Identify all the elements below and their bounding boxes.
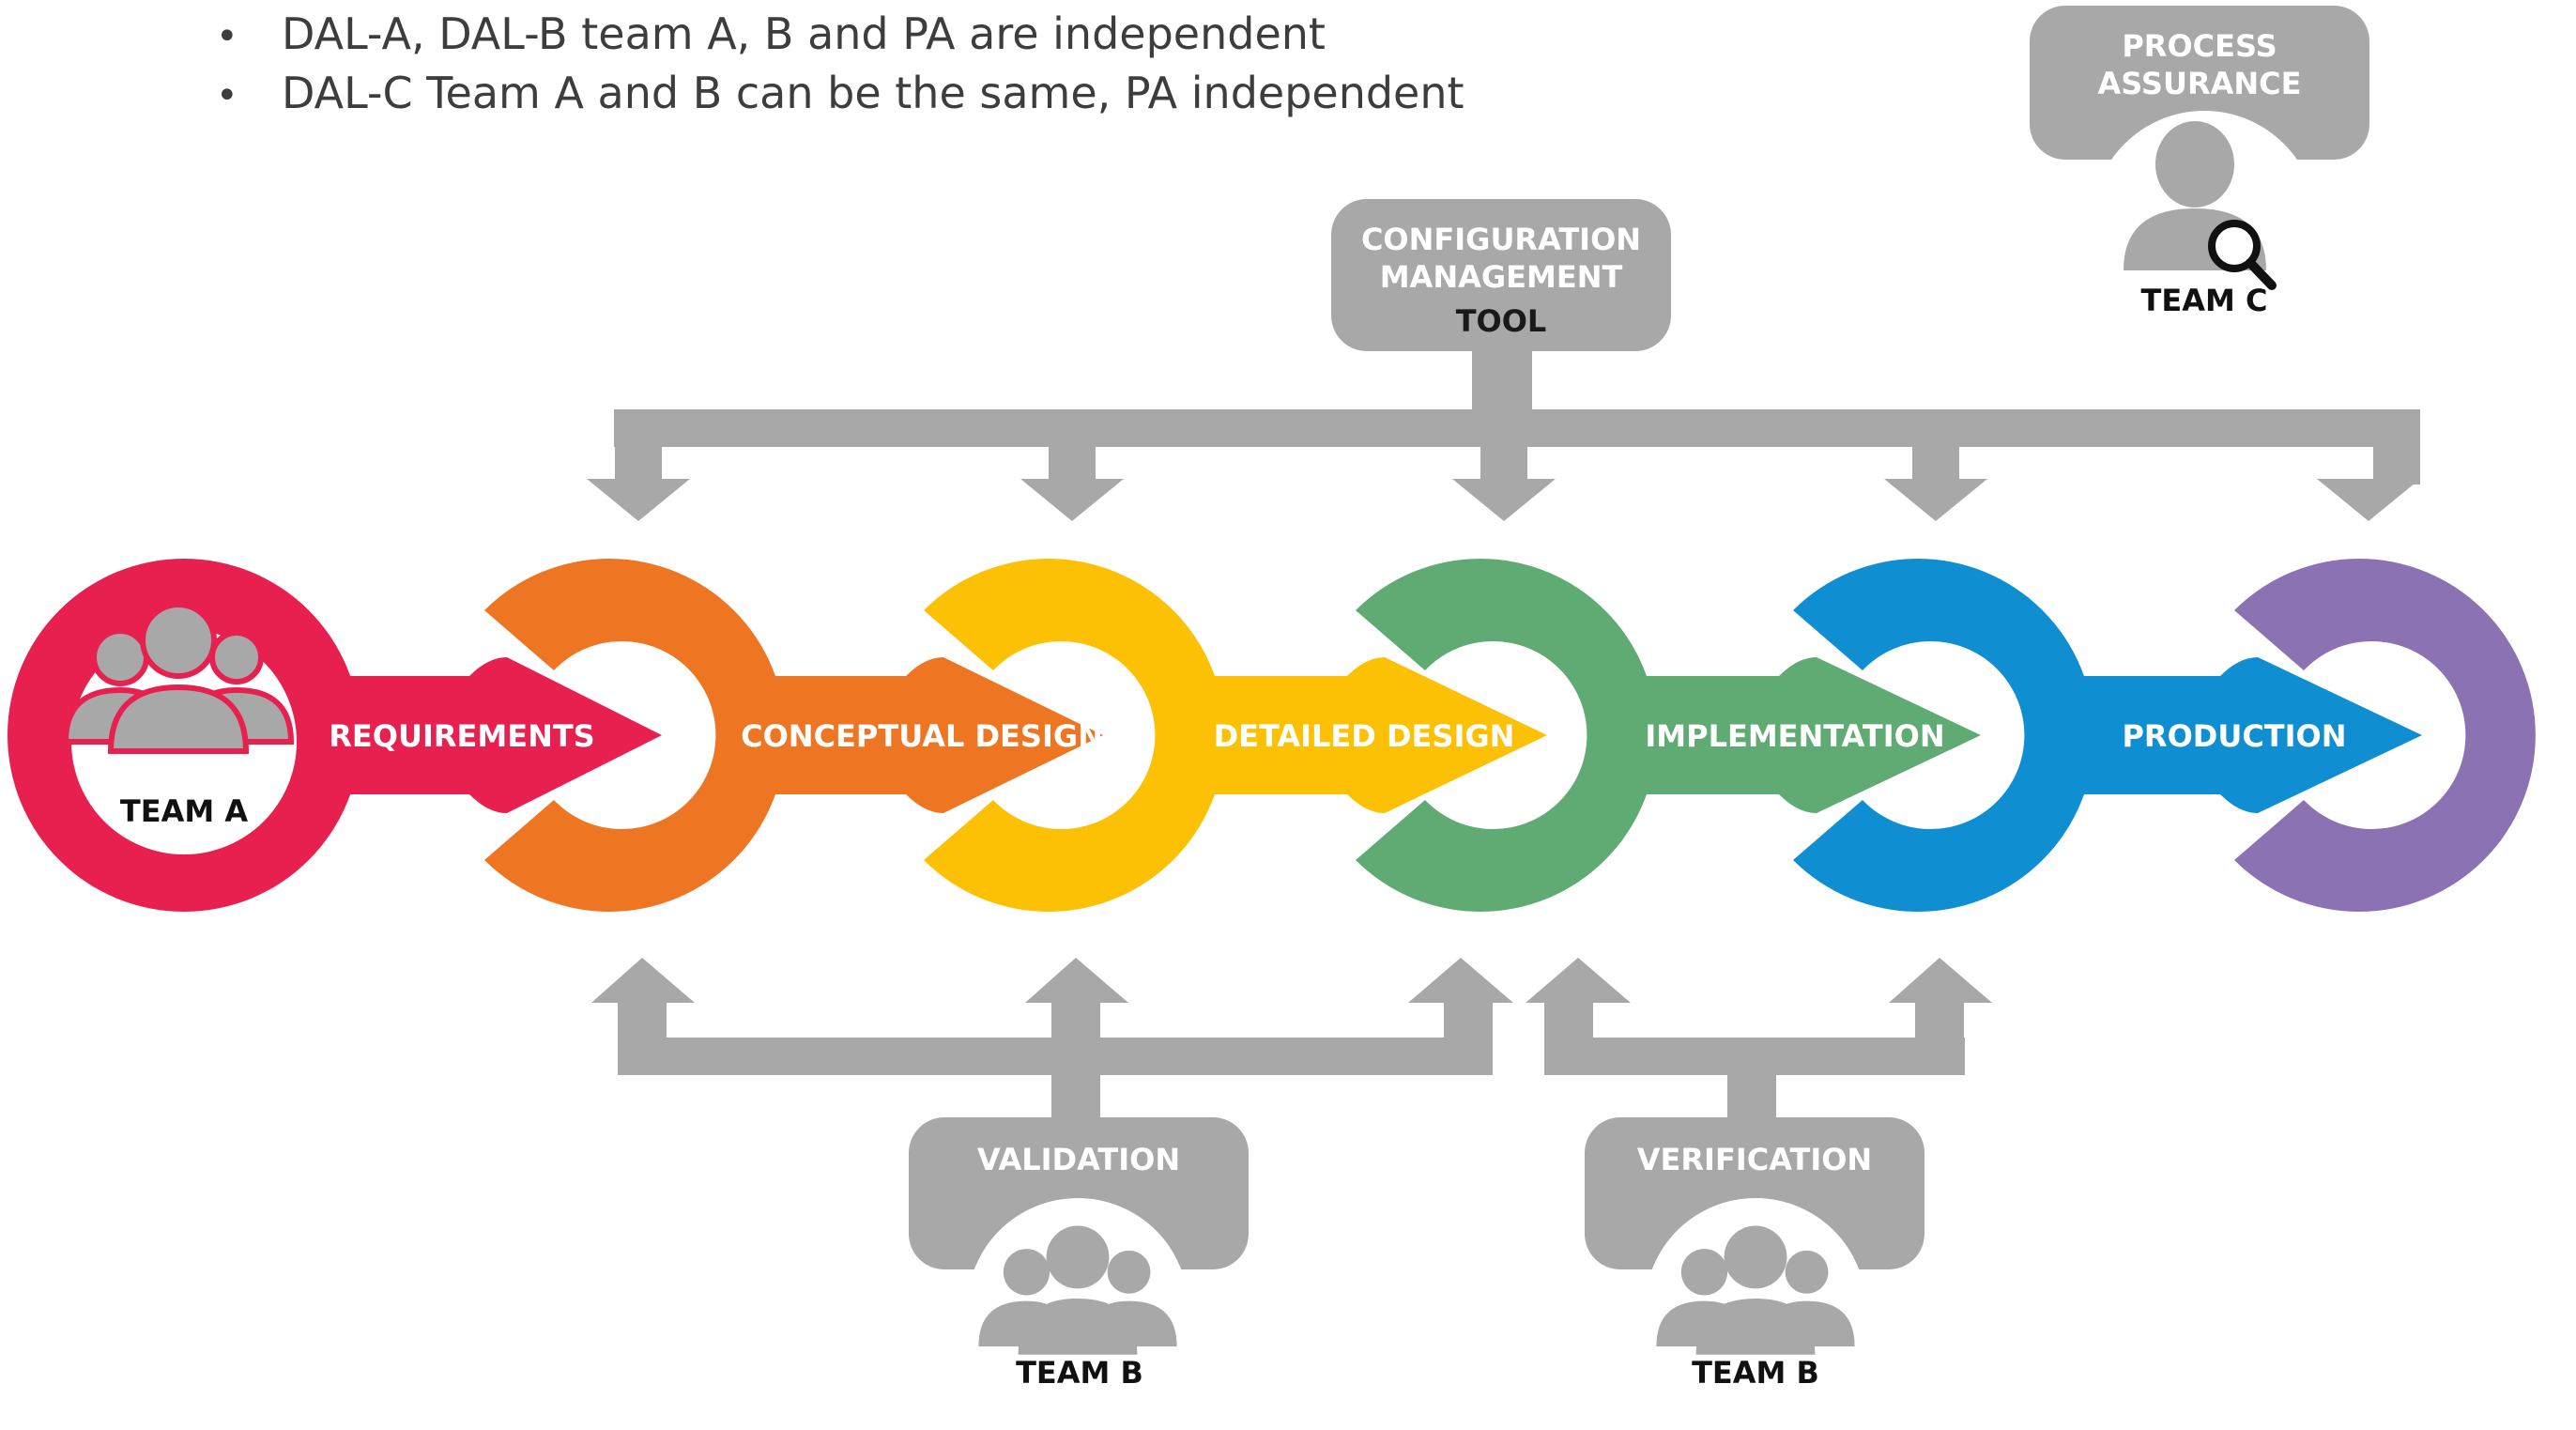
cm-arrow-down (1452, 479, 1556, 521)
cm-line1: CONFIGURATION (1361, 222, 1641, 257)
validation-team-label: TEAM B (1016, 1355, 1143, 1391)
ring-end (2234, 559, 2536, 913)
cm-line3: TOOL (1456, 303, 1547, 339)
verification-group (1585, 1117, 1924, 1420)
validation-label: VALIDATION (977, 1142, 1180, 1177)
ring-production (1793, 559, 2094, 913)
ring-conceptual-design (484, 559, 786, 913)
stage-label-conceptual-design: CONCEPTUAL DESIGN (741, 718, 1103, 754)
val-arrow-up (1025, 958, 1128, 1003)
ring-implementation (1356, 559, 1657, 913)
bullet-item: •DAL-C Team A and B can be the same, PA … (216, 68, 1464, 118)
ver-arrow-up (1889, 958, 1992, 1003)
ring-detailed-design (924, 559, 1225, 913)
bullet-item: •DAL-A, DAL-B team A, B and PA are indep… (216, 8, 1326, 59)
team-a-label: TEAM A (120, 793, 248, 829)
val-arrow-up (591, 958, 695, 1003)
stage-label-production: PRODUCTION (2122, 718, 2346, 754)
verification-label: VERIFICATION (1637, 1142, 1872, 1177)
ver-arrow-up (1526, 958, 1631, 1003)
validation-box (909, 1117, 1249, 1269)
team-a-node (8, 559, 360, 912)
arrow-production (2052, 657, 2422, 813)
verification-box (1585, 1117, 1924, 1269)
cm-arrow-down (587, 479, 690, 521)
arrow-implementation (1615, 657, 1981, 813)
arrow-requirements (300, 657, 662, 813)
config-management-group (587, 199, 2420, 521)
arrow-detailed-design (1183, 657, 1547, 813)
process-assurance-box (2030, 6, 2369, 160)
stage-label-detailed-design: DETAILED DESIGN (1214, 718, 1515, 754)
cm-arrow-down (1020, 479, 1124, 521)
process-assurance-group (2030, 6, 2369, 336)
verification-team-label: TEAM B (1692, 1355, 1819, 1391)
config-management-box (1331, 199, 1671, 351)
arrow-conceptual-design (742, 657, 1103, 813)
bullet-list: •DAL-A, DAL-B team A, B and PA are indep… (216, 6, 1464, 124)
cm-arrow-down (2317, 479, 2420, 521)
pa-line1: PROCESS (2122, 28, 2277, 64)
stage-label-implementation: IMPLEMENTATION (1645, 718, 1944, 754)
val-arrow-up (1408, 958, 1513, 1003)
validation-verification-arrows (591, 958, 1992, 1141)
cm-arrow-down (1884, 479, 1987, 521)
team-c-label: TEAM C (2141, 283, 2268, 318)
pa-line2: ASSURANCE (2098, 66, 2302, 101)
magnifier-icon (2208, 220, 2277, 290)
cm-line2: MANAGEMENT (1380, 259, 1623, 295)
stage-label-requirements: REQUIREMENTS (329, 718, 594, 754)
validation-group (909, 1117, 1249, 1420)
